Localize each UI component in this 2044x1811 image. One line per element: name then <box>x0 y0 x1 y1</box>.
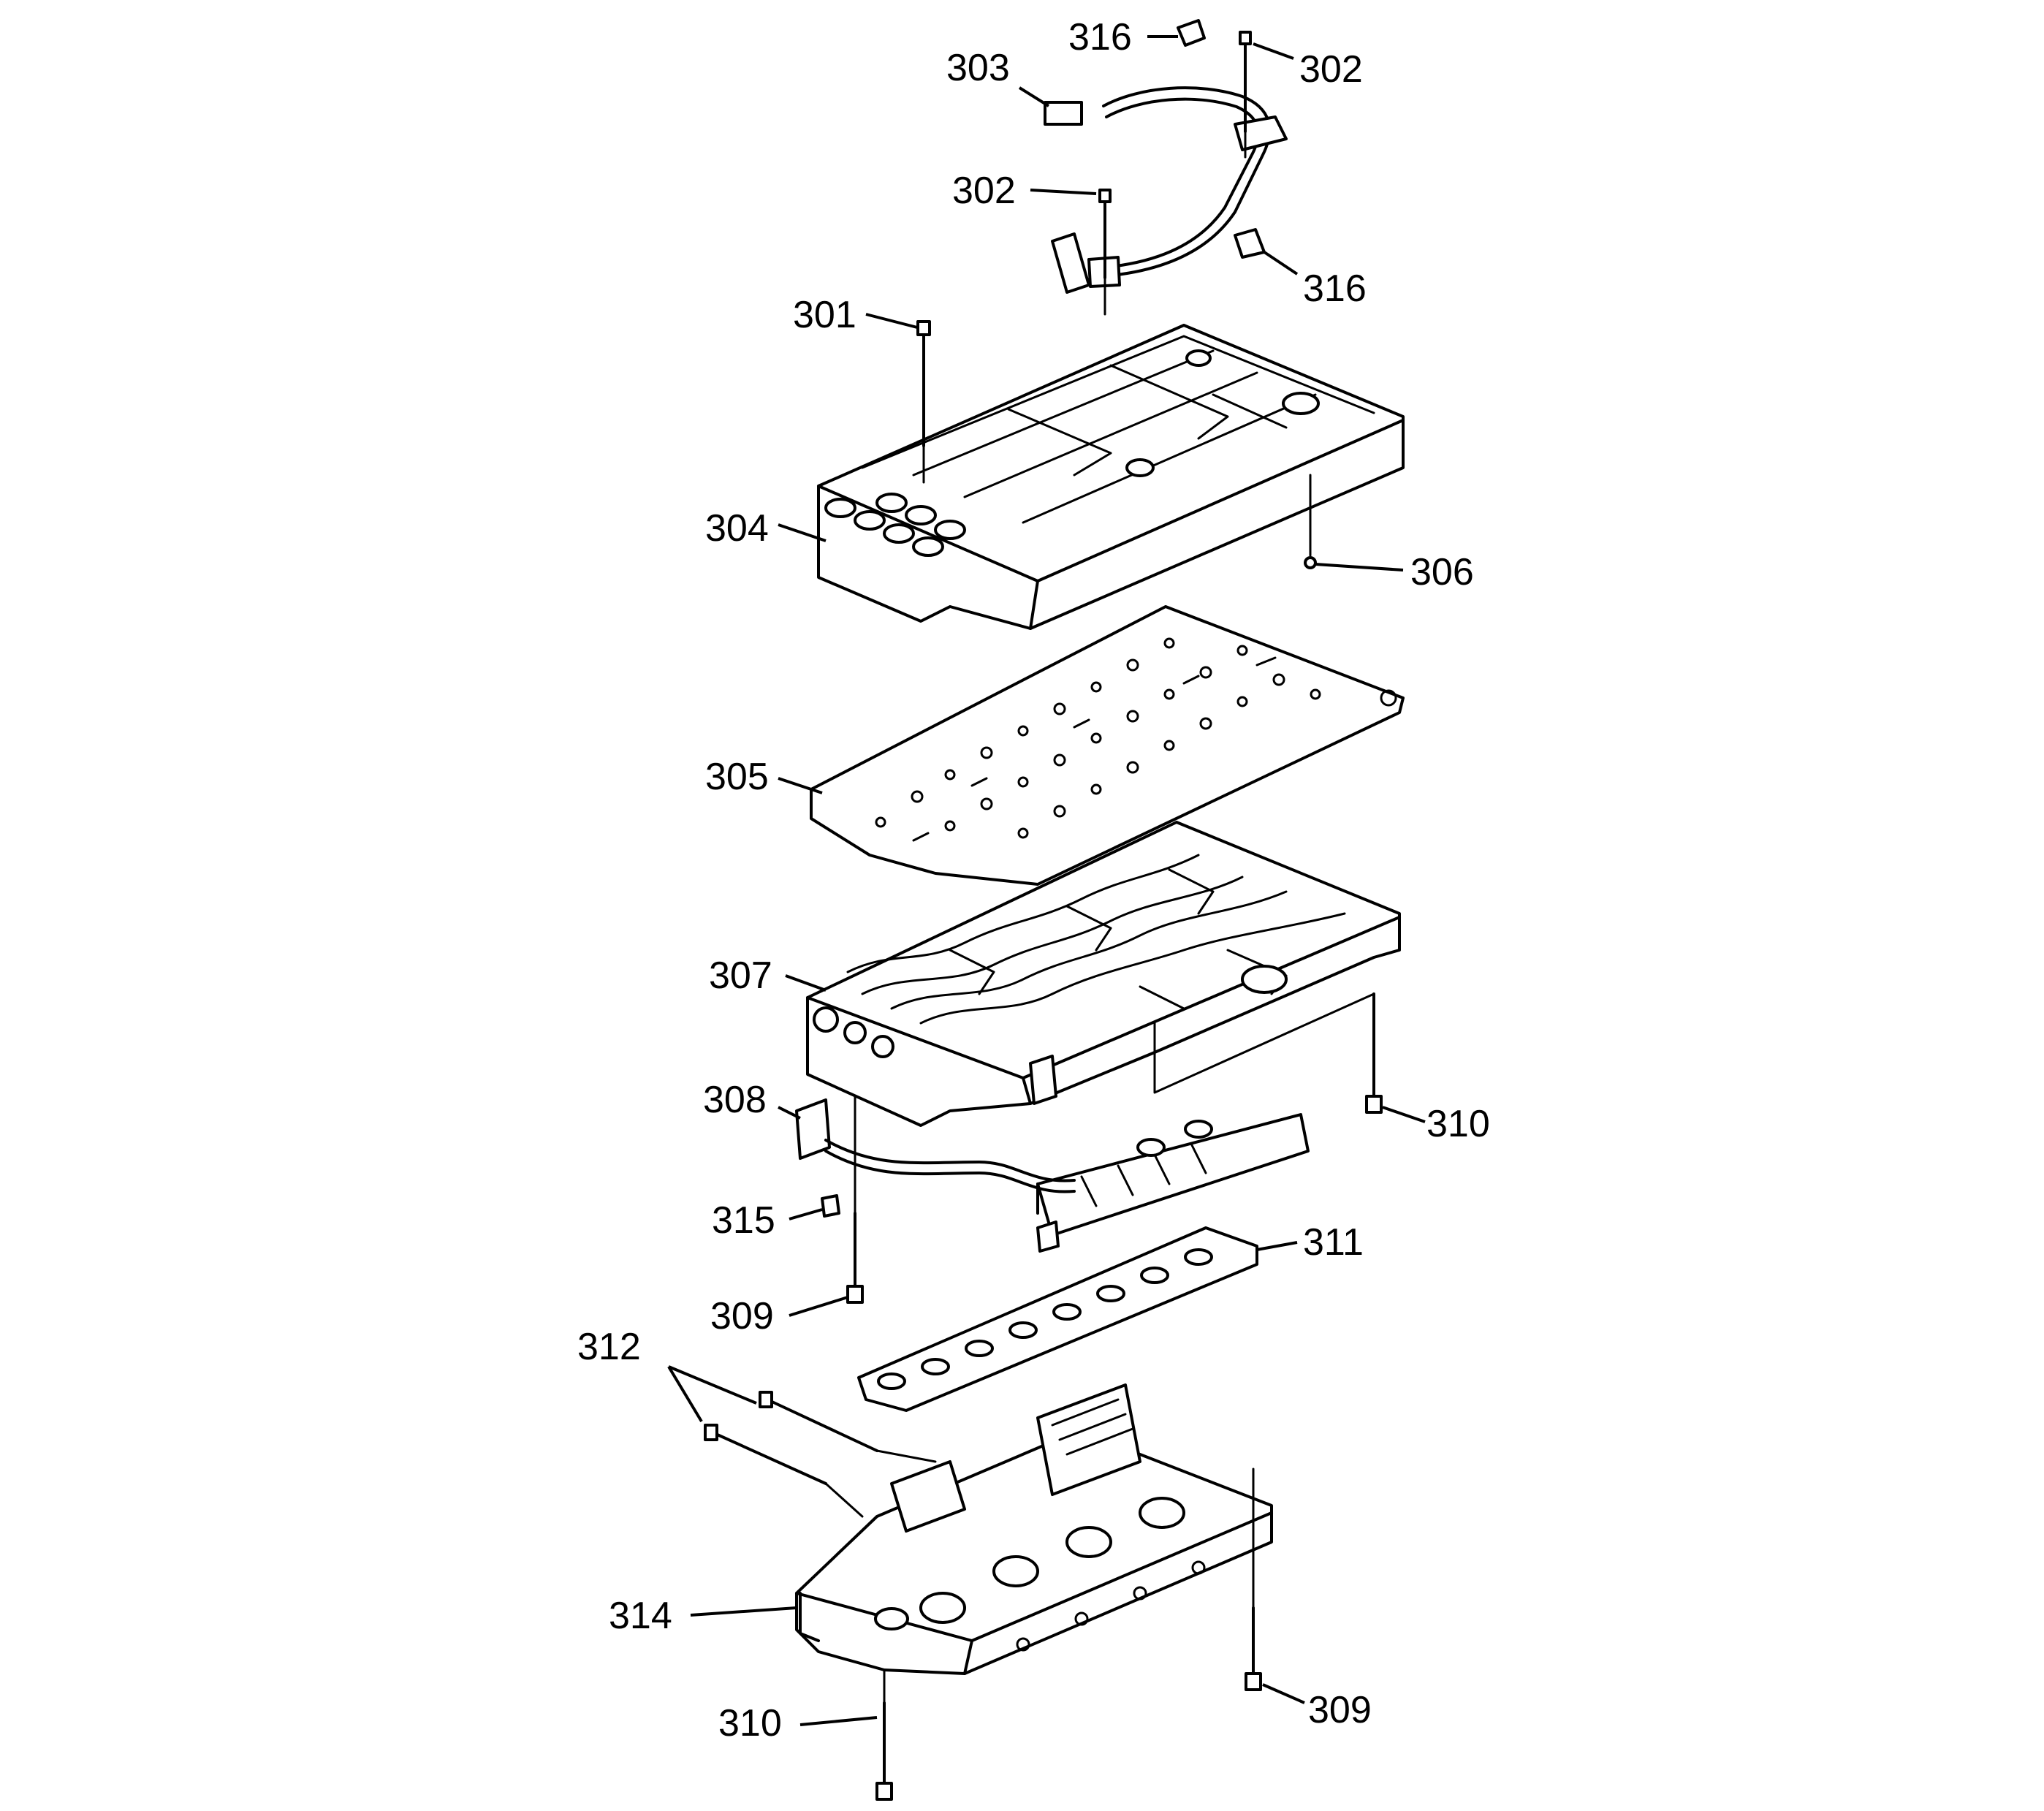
leader-310a <box>1382 1106 1426 1123</box>
callout-307: 307 <box>709 954 772 997</box>
harness-bracket-lower <box>1051 232 1090 294</box>
callout-301: 301 <box>793 294 856 336</box>
leader-lines <box>667 35 1426 1726</box>
leader-312b <box>667 1365 703 1423</box>
harness-connector-308 <box>795 1098 831 1160</box>
bolt-302-upper <box>1239 31 1252 159</box>
bolt-309-upper <box>846 1095 864 1304</box>
callout-305: 305 <box>705 756 769 798</box>
callout-310a: 310 <box>1426 1103 1490 1145</box>
leader-309b <box>1262 1683 1305 1704</box>
callout-310b: 310 <box>718 1702 782 1744</box>
callout-309b: 309 <box>1308 1689 1372 1731</box>
connector-housing <box>1036 1383 1141 1496</box>
leader-309a <box>789 1296 848 1317</box>
bolt-310-upper <box>1365 992 1383 1114</box>
leader-308 <box>778 1106 801 1120</box>
harness-connector <box>1044 101 1083 126</box>
bolt-302-lower <box>1098 189 1112 316</box>
leader-314 <box>690 1606 797 1617</box>
leader-312a <box>668 1365 757 1405</box>
plate-311 <box>857 1226 1258 1412</box>
leader-302a <box>1253 42 1294 60</box>
lower-harness <box>795 1098 1310 1253</box>
callout-316b: 316 <box>1303 267 1367 310</box>
wiring-harness-upper <box>1044 19 1288 316</box>
leader-306 <box>1315 563 1404 572</box>
leader-302b <box>1030 189 1097 195</box>
leader-316b <box>1263 251 1299 276</box>
leader-311 <box>1256 1241 1298 1251</box>
leader-310b <box>799 1716 878 1726</box>
clip-316-lower <box>1234 228 1266 259</box>
bolt-301 <box>916 320 931 484</box>
leader-315 <box>789 1208 823 1220</box>
leader-303 <box>1018 86 1050 107</box>
callout-302b: 302 <box>952 170 1016 212</box>
upper-valve-body <box>817 320 1405 630</box>
bolt-310-lower <box>875 1668 893 1801</box>
lower-valve-body <box>806 821 1401 1127</box>
callout-306: 306 <box>1410 551 1474 593</box>
callout-311: 311 <box>1303 1221 1364 1264</box>
leader-307 <box>785 974 827 992</box>
callout-308: 308 <box>703 1079 767 1121</box>
check-ball-306 <box>1304 556 1317 569</box>
callout-303: 303 <box>946 47 1010 89</box>
harness-bracket-upper <box>1234 115 1288 151</box>
solenoid-cups <box>824 493 966 557</box>
control-solenoid-body <box>795 1383 1273 1675</box>
spacer-plate <box>810 605 1405 886</box>
clip-315 <box>821 1194 840 1218</box>
leader-301 <box>865 313 918 329</box>
callout-315: 315 <box>712 1199 775 1242</box>
callout-309a: 309 <box>710 1295 774 1337</box>
leader-305 <box>778 777 823 794</box>
callout-302a: 302 <box>1299 48 1363 91</box>
callout-314: 314 <box>609 1595 672 1637</box>
bolts-312 <box>704 1391 937 1518</box>
leader-304 <box>778 523 827 542</box>
callout-312: 312 <box>577 1326 641 1368</box>
callout-304: 304 <box>705 507 769 550</box>
clip-316-upper <box>1177 19 1206 47</box>
callout-labels: 316 302 303 302 316 301 304 306 305 307 … <box>577 16 1490 1744</box>
callout-316a: 316 <box>1068 16 1132 58</box>
bolt-309-lower <box>1245 1468 1262 1691</box>
